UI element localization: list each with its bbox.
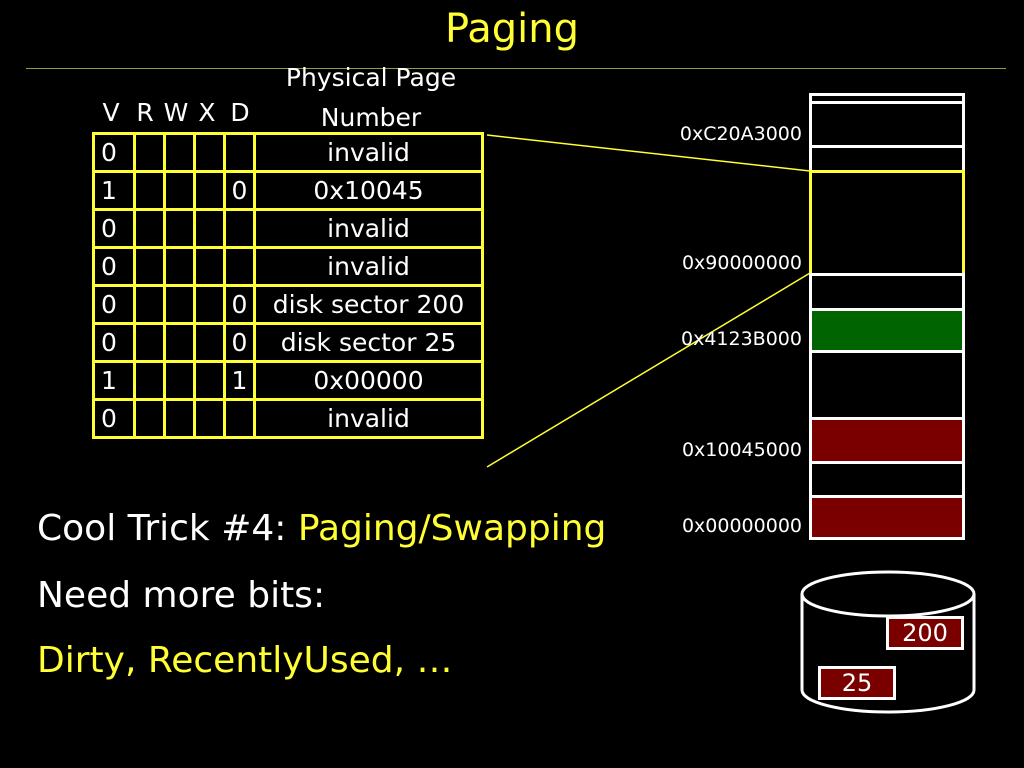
cell-physical-page-number: 0x10045 [253,170,484,211]
bullet-dirty-recently-used: Dirty, RecentlyUsed, … [37,640,453,681]
cell-write-bit [163,132,196,173]
cell-read-bit [133,132,166,173]
bullet-more-bits: Need more bits: [37,575,326,616]
address-label: 0xC20A3000 [679,123,802,145]
cell-exec-bit [193,360,226,401]
mapping-line-bottom [486,272,811,468]
cell-physical-page-number: invalid [253,132,484,173]
cell-write-bit [163,398,196,439]
cell-dirty-bit [223,208,256,249]
header-d: D [230,98,250,127]
cell-read-bit [133,284,166,325]
cell-write-bit [163,170,196,211]
cell-dirty-bit: 0 [223,284,256,325]
cell-exec-bit [193,208,226,249]
cell-dirty-bit [223,398,256,439]
cell-exec-bit [193,322,226,363]
mapped-page-region [809,170,965,276]
cell-read-bit [133,360,166,401]
cell-read-bit [133,208,166,249]
cell-valid-bit: 0 [92,132,136,173]
header-ppn-line2: Number [320,103,422,132]
cell-dirty-bit: 0 [223,322,256,363]
header-ppn-line1: Physical Page [285,63,457,92]
table-row: 0 invalid [92,132,484,173]
memory-block [809,273,965,311]
address-label: 0x10045000 [681,439,802,461]
cell-read-bit [133,398,166,439]
cell-exec-bit [193,284,226,325]
table-row: 0 invalid [92,208,484,249]
disk-sector-25: 25 [818,666,896,700]
header-ppn: Physical Page Number [258,58,484,138]
mapping-line-top [486,134,811,172]
memory-block [809,101,965,148]
physical-memory [809,93,965,540]
cell-physical-page-number: 0x00000 [253,360,484,401]
cell-valid-bit: 0 [92,208,136,249]
bullet-cool-trick: Cool Trick #4: Paging/Swapping [37,508,606,549]
cell-physical-page-number: disk sector 200 [253,284,484,325]
cell-dirty-bit: 0 [223,170,256,211]
title-divider [26,68,1006,69]
bullet-cool-trick-prefix: Cool Trick #4: [37,508,298,549]
cell-read-bit [133,322,166,363]
cell-write-bit [163,208,196,249]
memory-block-green [809,308,965,353]
memory-block [809,145,965,173]
cell-valid-bit: 0 [92,398,136,439]
cell-exec-bit [193,246,226,287]
header-x: X [198,98,216,127]
slide-title: Paging [444,6,580,52]
cell-dirty-bit [223,132,256,173]
disk-sector-200: 200 [886,616,964,650]
header-w: W [163,98,189,127]
cell-physical-page-number: disk sector 25 [253,322,484,363]
cell-exec-bit [193,398,226,439]
cell-dirty-bit: 1 [223,360,256,401]
cell-write-bit [163,284,196,325]
cell-valid-bit: 0 [92,322,136,363]
memory-block-red [809,495,965,540]
cell-dirty-bit [223,246,256,287]
bullet-cool-trick-highlight: Paging/Swapping [297,508,607,549]
memory-block [809,350,965,420]
cell-physical-page-number: invalid [253,246,484,287]
cell-valid-bit: 1 [92,360,136,401]
cell-physical-page-number: invalid [253,208,484,249]
cell-read-bit [133,170,166,211]
cell-exec-bit [193,132,226,173]
cell-write-bit [163,246,196,287]
header-r: R [136,98,154,127]
header-v: V [102,98,120,127]
cell-write-bit [163,360,196,401]
address-label: 0x90000000 [681,252,802,274]
cell-valid-bit: 0 [92,246,136,287]
cell-physical-page-number: invalid [253,398,484,439]
cell-read-bit [133,246,166,287]
memory-block [809,461,965,498]
address-label: 0x00000000 [681,515,802,537]
disk: 200 25 [798,570,978,720]
table-row: 0 invalid [92,398,484,439]
memory-block-red [809,417,965,464]
cell-write-bit [163,322,196,363]
cell-valid-bit: 1 [92,170,136,211]
cell-valid-bit: 0 [92,284,136,325]
table-row: 0 invalid [92,246,484,287]
address-label: 0x4123B000 [681,328,802,350]
cell-exec-bit [193,170,226,211]
